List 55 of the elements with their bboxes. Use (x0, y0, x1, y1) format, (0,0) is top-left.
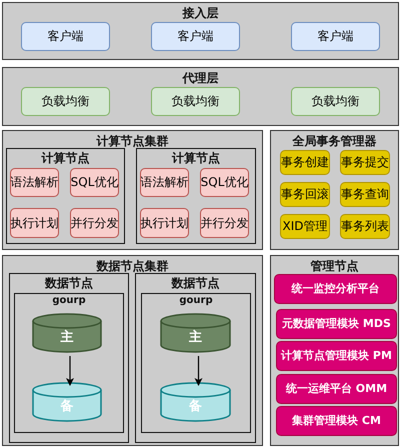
layer-panel (270, 130, 399, 250)
panel-heading: 数据节点集群 (96, 258, 168, 275)
module-box: 计算节点管理模块 PM (276, 341, 397, 371)
function-box: 并行分发 (70, 208, 119, 238)
panel-heading: 代理层 (182, 70, 218, 87)
layer-panel (270, 255, 399, 446)
arrow (66, 356, 74, 386)
load-balancer-box: 负载均衡 (21, 87, 110, 116)
load-balancer-box: 负载均衡 (291, 87, 380, 116)
group-heading: 数据节点 (172, 275, 220, 292)
function-box: SQL优化 (70, 168, 119, 197)
group-heading: gourp (179, 295, 213, 306)
module-box: 集群管理模块 CM (276, 406, 397, 436)
group-frame (135, 273, 256, 443)
layer-panel (2, 130, 263, 250)
group-frame (6, 148, 125, 244)
transaction-box: 事务列表 (340, 214, 390, 239)
database-cylinder: 备 (32, 382, 102, 422)
group-heading: 计算节点 (172, 150, 220, 167)
group-frame (14, 293, 124, 433)
client-box: 客户端 (291, 22, 380, 51)
function-box: SQL优化 (200, 168, 249, 197)
layer-panel (2, 2, 399, 60)
layer-panel (2, 255, 263, 446)
arrow (194, 356, 202, 386)
transaction-box: XID管理 (280, 214, 330, 239)
panel-heading: 接入层 (182, 5, 218, 22)
transaction-box: 事务查询 (340, 182, 390, 207)
module-box: 元数据管理模块 MDS (276, 309, 397, 339)
panel-heading: 计算节点集群 (96, 133, 168, 150)
module-box: 统一监控分析平台 (274, 274, 397, 304)
load-balancer-box: 负载均衡 (151, 87, 240, 116)
client-box: 客户端 (21, 22, 110, 51)
function-box: 并行分发 (200, 208, 249, 238)
database-cylinder: 备 (160, 382, 231, 422)
function-box: 语法解析 (10, 168, 59, 197)
transaction-box: 事务提交 (340, 150, 390, 175)
function-box: 执行计划 (140, 208, 189, 238)
group-heading: 计算节点 (42, 150, 90, 167)
group-heading: 数据节点 (45, 275, 93, 292)
layer-panel (2, 67, 399, 126)
module-box: 统一运维平台 OMM (276, 374, 397, 404)
group-frame (141, 293, 251, 433)
transaction-box: 事务回滚 (280, 182, 330, 207)
panel-heading: 全局事务管理器 (292, 133, 376, 150)
function-box: 语法解析 (140, 168, 189, 197)
client-box: 客户端 (151, 22, 240, 51)
panel-heading: 管理节点 (310, 258, 358, 275)
group-frame (136, 148, 256, 244)
function-box: 执行计划 (10, 208, 59, 238)
database-cylinder: 主 (32, 313, 102, 353)
transaction-box: 事务创建 (280, 150, 330, 175)
group-heading: gourp (52, 295, 86, 306)
group-frame (9, 273, 129, 443)
database-cylinder: 主 (160, 313, 231, 353)
